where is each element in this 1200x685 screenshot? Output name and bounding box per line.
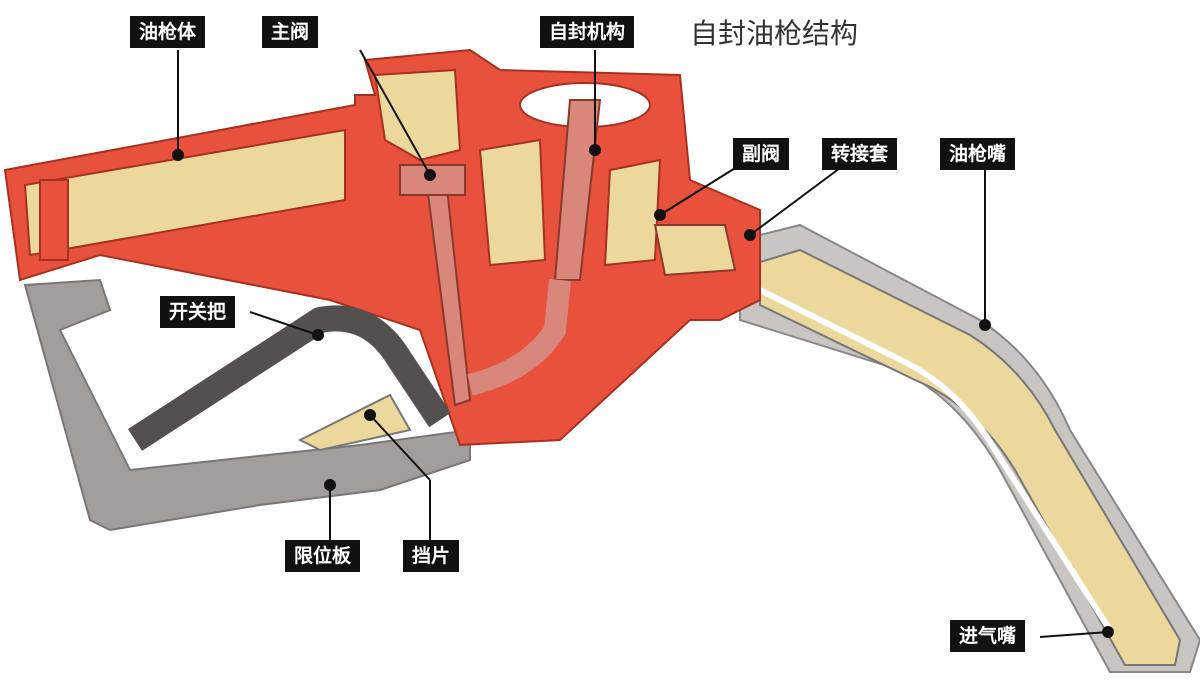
lever bbox=[127, 305, 451, 451]
handle-channel bbox=[23, 128, 346, 257]
label-adapter: 转接套 bbox=[822, 138, 898, 170]
chamber-right bbox=[603, 158, 662, 267]
chamber-top bbox=[373, 68, 462, 162]
label-limit-plate: 限位板 bbox=[285, 540, 361, 572]
chamber-mid bbox=[478, 138, 547, 267]
aux-valve bbox=[653, 224, 737, 277]
seal-link bbox=[467, 278, 571, 396]
leader-lines bbox=[172, 49, 1114, 638]
seal-stem bbox=[553, 99, 602, 281]
label-main-valve: 主阀 bbox=[262, 16, 319, 48]
baffle-shape bbox=[297, 393, 412, 452]
label-nozzle: 油枪嘴 bbox=[940, 138, 1016, 170]
spout-inner bbox=[759, 248, 1182, 666]
label-handle: 开关把 bbox=[160, 296, 236, 328]
air-tube bbox=[758, 287, 1113, 632]
label-air-inlet: 进气嘴 bbox=[950, 620, 1026, 652]
label-baffle: 挡片 bbox=[403, 540, 460, 572]
diagram-title: 自封油枪结构 bbox=[690, 17, 859, 50]
label-self-seal: 自封机构 bbox=[540, 16, 635, 48]
label-aux-valve: 副阀 bbox=[733, 138, 790, 170]
channel-plug bbox=[39, 179, 69, 261]
label-gun-body: 油枪体 bbox=[130, 16, 206, 48]
